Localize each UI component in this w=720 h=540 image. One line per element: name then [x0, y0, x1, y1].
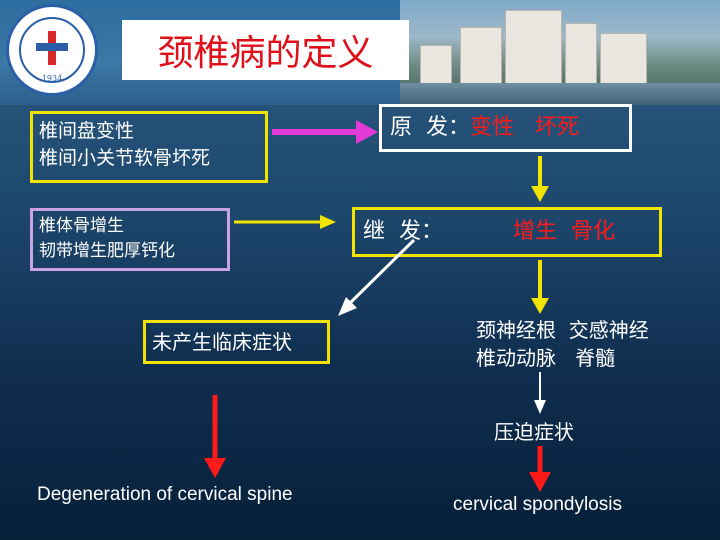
compression-line-1: 颈神经根 交感神经 — [476, 318, 649, 342]
white-diagonal-arrow — [338, 238, 416, 316]
right-caption: cervical spondylosis — [453, 494, 622, 515]
left-caption: Degeneration of cervical spine — [37, 484, 293, 505]
red-down-arrow-left — [204, 395, 226, 478]
cause-line-1: 椎间盘变性 — [39, 120, 135, 142]
primary-box: 原 发：变性 坏死 — [379, 104, 632, 152]
primary-label: 原 发： — [390, 115, 470, 140]
symptom-label: 压迫症状 — [494, 420, 574, 444]
red-down-arrow-right — [529, 446, 551, 492]
cause-box-disc: 椎间盘变性 椎间小关节软骨坏死 — [30, 111, 268, 183]
yellow-down-arrow — [531, 156, 549, 202]
page-title: 颈椎病的定义 — [122, 20, 409, 80]
white-down-arrow — [534, 372, 546, 414]
yellow-down-arrow-2 — [531, 260, 549, 314]
magenta-arrow — [272, 120, 378, 144]
yellow-arrow — [234, 215, 336, 229]
cause-box-bone: 椎体骨增生 韧带增生肥厚钙化 — [30, 208, 230, 271]
compression-targets: 颈神经根 交感神经 椎动动脉 脊髓 — [476, 316, 706, 372]
primary-value: 变性 坏死 — [470, 115, 579, 140]
logo-year: 1934 — [41, 74, 63, 83]
compression-line-2: 椎动动脉 脊髓 — [476, 346, 616, 370]
cause-line-2: 椎间小关节软骨坏死 — [39, 147, 211, 169]
secondary-value: 增生 骨化 — [513, 219, 615, 244]
no-symptom-box: 未产生临床症状 — [143, 320, 330, 364]
secondary-label: 继 发： — [363, 219, 443, 244]
logo-emblem: 1934 — [6, 4, 98, 96]
cross-icon — [36, 31, 68, 65]
cause-line-3: 椎体骨增生 — [39, 216, 124, 236]
cause-line-4: 韧带增生肥厚钙化 — [39, 241, 175, 261]
secondary-box: 继 发： 增生 骨化 — [352, 207, 662, 257]
campus-photo — [400, 0, 720, 105]
